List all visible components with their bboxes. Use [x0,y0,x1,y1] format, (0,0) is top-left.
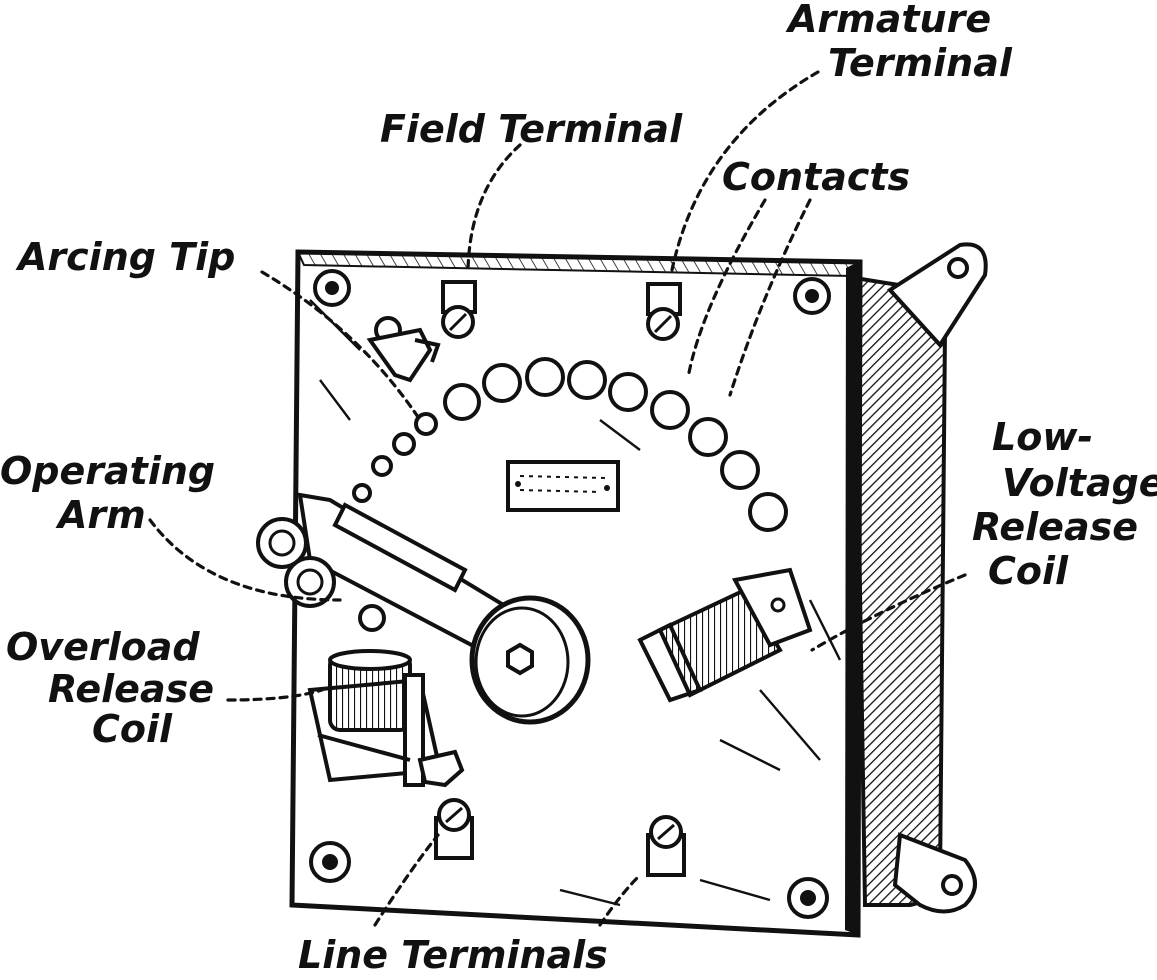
leader-field-terminal [466,143,522,272]
leader-contacts-1 [686,198,767,380]
label-operating-arm-1: Operating [0,449,215,493]
leader-contacts-2 [728,198,812,397]
label-low-voltage-coil-3: Release [972,505,1138,549]
leader-line-terminal-left [373,833,440,927]
operating-arm [256,492,591,725]
corner-screw-br [787,877,829,919]
label-contacts: Contacts [722,155,910,199]
leader-line-terminal-right [598,873,642,927]
label-operating-arm-2: Arm [55,493,146,537]
label-armature-terminal-2: Terminal [828,41,1013,85]
mounting-lug-bottom [892,832,977,914]
mounting-lug-top [886,242,988,349]
label-line-terminals: Line Terminals [298,933,608,977]
line-terminal-right [646,815,686,877]
leader-low-voltage-coil [810,573,967,652]
label-overload-coil-1: Overload [6,625,200,669]
label-low-voltage-coil-4: Coil [988,549,1069,593]
corner-screw-bl [309,841,351,883]
low-voltage-release-coil [637,567,813,703]
armature-terminal-post [646,282,682,341]
leader-arcing-tip [260,270,422,422]
label-overload-coil-3: Coil [92,707,173,751]
contact-studs [352,357,788,532]
name-plate [506,460,620,512]
leader-lines [148,70,967,927]
overload-release-coil [307,649,465,788]
label-low-voltage-coil-1: Low- [992,415,1093,459]
label-low-voltage-coil-2: Voltage [1002,461,1157,505]
side-casing [852,275,948,907]
label-arcing-tip: Arcing Tip [15,235,235,279]
corner-screw-tl [313,269,351,307]
line-terminal-left [434,798,474,860]
label-armature-terminal-1: Armature [785,0,991,41]
field-terminal-post [441,280,477,339]
label-field-terminal: Field Terminal [380,107,683,151]
arcing-tip [366,316,441,383]
leader-armature-terminal [670,70,820,272]
corner-screw-tr [793,277,831,315]
leader-overload-coil [226,688,324,702]
label-overload-coil-2: Release [48,667,214,711]
leader-operating-arm [148,518,342,602]
